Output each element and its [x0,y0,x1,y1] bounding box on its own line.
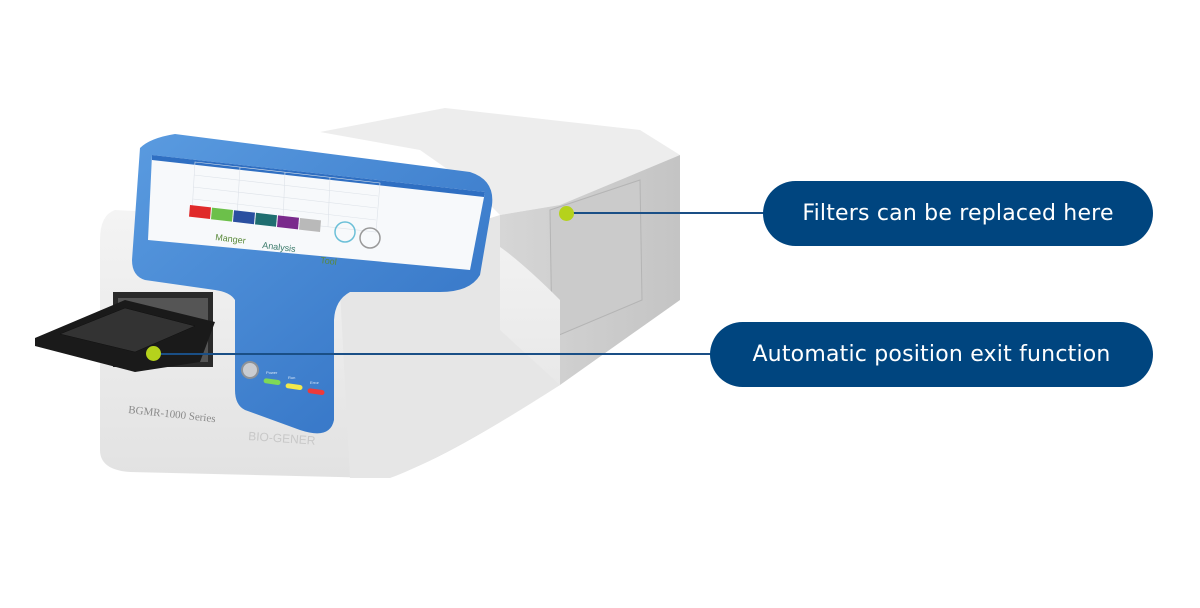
microplate-wells [59,307,196,353]
indicator-led-power [263,378,281,385]
screen-menu-analysis: Analysis [262,240,297,254]
screen-color-swatch [277,215,299,230]
marker-dot-filters [559,206,574,221]
callout-filters-text: Filters can be replaced here [802,201,1114,226]
indicator-led-error [307,388,325,395]
screen-color-swatch [233,210,255,225]
callout-filters: Filters can be replaced here [763,181,1153,246]
screen-menu-manger: Manger [215,232,247,246]
indicator-led-run [285,383,303,390]
screen-button-ring [359,227,381,249]
callout-exit: Automatic position exit function [710,322,1153,387]
housing-top [320,108,680,215]
screen-menu-tool: Tool [320,255,338,267]
callout-exit-text: Automatic position exit function [752,342,1111,367]
leader-line-exit [153,353,713,355]
screen-color-swatch [189,205,211,219]
brand-label: BIO-GENER [248,429,316,448]
screen-color-swatch [299,218,321,232]
well-grid [191,161,381,233]
marker-dot-exit [146,346,161,361]
indicator-label: Power [266,370,278,375]
power-button [241,361,259,379]
indicator-label: Error [310,380,320,385]
indicator-label: Run [288,375,295,380]
screen-color-swatch [211,207,233,222]
screen-button-ring [334,221,356,243]
leader-line-filters [566,212,766,214]
screen-color-swatch [255,212,277,227]
